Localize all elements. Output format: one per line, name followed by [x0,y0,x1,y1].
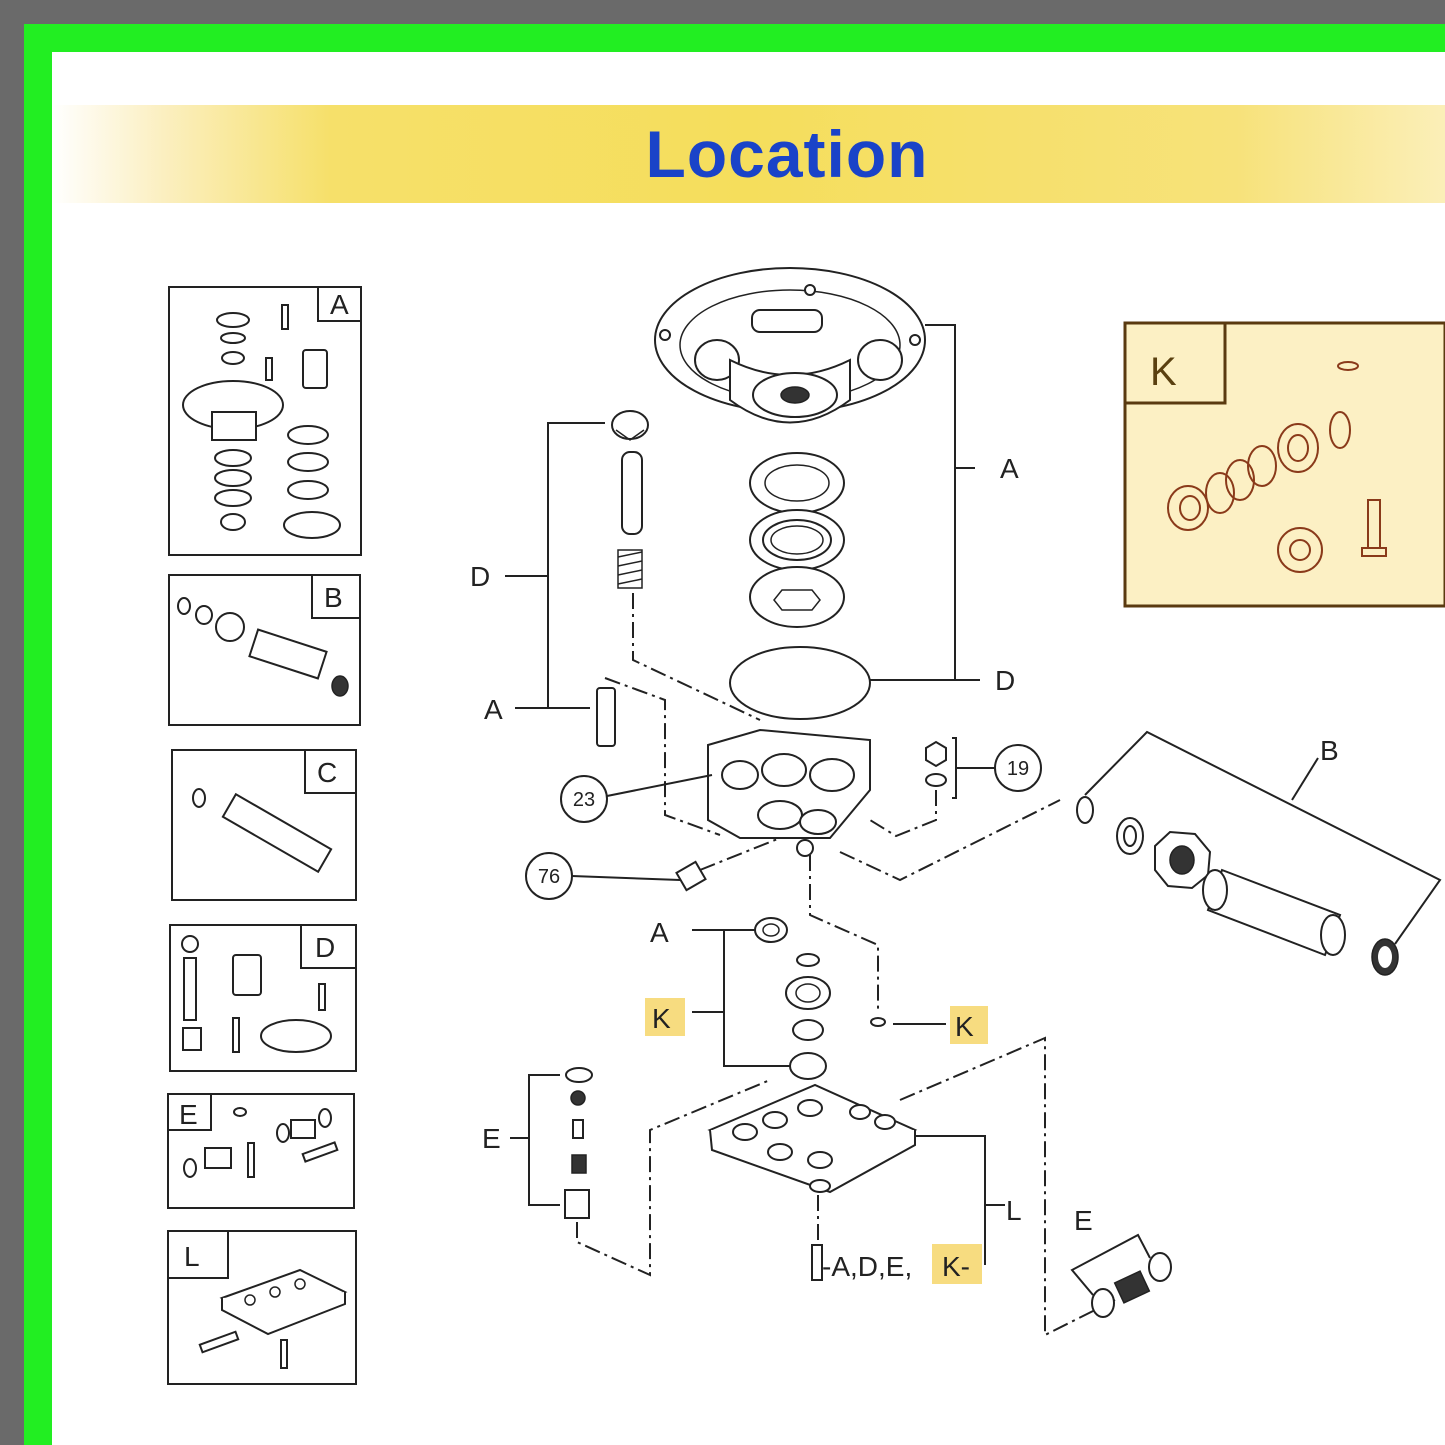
part-19-label: 19 [1007,758,1029,780]
part-19-marker [994,744,1042,792]
callout-a-mid: A [650,917,669,948]
highlight-k-right [950,1006,988,1044]
pump-housing [654,267,926,424]
valve-assembly [611,410,649,589]
fitting-19 [925,740,947,787]
part-76-label: 76 [538,866,560,888]
highlight-k-left [645,998,685,1036]
kit-box-l: L [167,1230,357,1385]
kit-box-k: K [1123,321,1445,608]
page-title: Location [645,117,929,191]
callout-e-left: E [482,1123,501,1154]
bottom-manifold [707,1083,918,1194]
callout-d-left: D [470,561,490,592]
kit-box-b: B [168,574,361,726]
callout-k-right: K [955,1011,974,1042]
title-banner [52,105,1445,203]
kit-box-d: D [169,924,357,1072]
kit-box-a-label: A [330,289,349,320]
kit-box-e: E [167,1093,355,1209]
highlight-k-bottom [932,1244,982,1284]
filter-cylinder [1202,868,1346,957]
callout-a-right: A [1000,453,1019,484]
callout-l-right: L [1006,1195,1022,1226]
callout-k-left: K [652,1003,671,1034]
kit-box-l-label: L [184,1241,200,1272]
callout-e-bottom: E [1074,1205,1093,1236]
part-23-label: 23 [573,789,595,811]
kit-box-b-label: B [324,582,343,613]
callout-d-right: D [995,665,1015,696]
callout-b-right: B [1320,735,1339,766]
kit-box-k-label: K [1150,350,1177,394]
kit-box-a: A [168,286,362,556]
kit-box-d-label: D [315,932,335,963]
callout-bottom-k: K- [942,1251,970,1282]
callout-bottom-refs: -A,D,E, [822,1251,912,1282]
manifold-body [707,728,871,857]
part-23-marker [560,775,608,823]
kit-box-c-label: C [317,757,337,788]
callout-a-left: A [484,694,503,725]
kit-box-e-label: E [179,1099,198,1130]
kit-box-c: C [171,749,357,901]
seal-stack [729,452,871,720]
